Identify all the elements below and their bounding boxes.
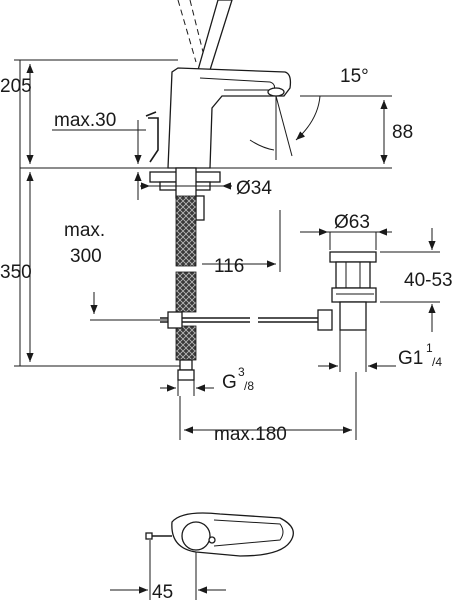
popup-rod [145,111,159,163]
dim-g-3-8: G 3 /8 [222,365,254,393]
dim-max-180: max.180 [214,424,287,445]
supply-hoses [175,195,197,381]
svg-text:1: 1 [426,341,433,355]
faucet-top-view [145,512,294,557]
dim-45: 45 [152,582,173,600]
dim-15-degrees: 15° [340,66,369,87]
svg-text:/4: /4 [432,355,442,369]
dim-116: 116 [214,256,244,277]
svg-text:G: G [222,372,237,393]
dim-88: 88 [392,122,413,143]
dim-max-30: max.30 [54,110,116,131]
dim-350: 350 [0,262,32,283]
faucet-body [167,0,292,169]
dim-g-1-1-4: G1 1 /4 [398,341,442,369]
popup-linkage [160,309,333,331]
dim-40-53: 40-53 [404,270,453,291]
svg-text:G1: G1 [398,348,423,369]
dim-diameter-34: Ø34 [236,178,272,199]
dim-max-label: max. [64,220,105,241]
dim-205: 205 [0,76,32,97]
dim-300: 300 [70,246,102,267]
svg-text:3: 3 [238,365,245,379]
dim-diameter-63: Ø63 [334,212,370,233]
svg-text:/8: /8 [244,379,254,393]
drain-waste [329,251,377,331]
